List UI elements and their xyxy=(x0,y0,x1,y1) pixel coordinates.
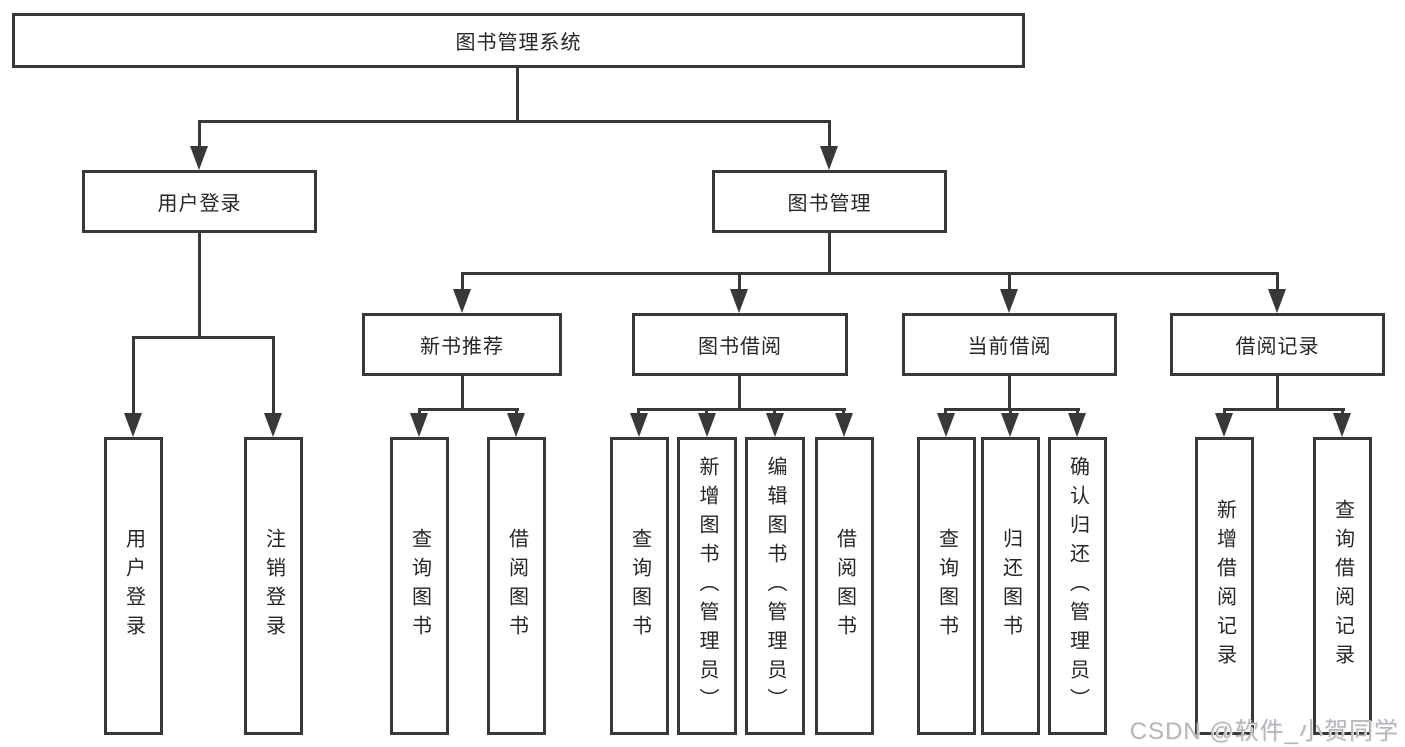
leaf-label: 借阅图书 xyxy=(505,528,528,644)
node-library-management-system: 图书管理系统 xyxy=(12,13,1025,68)
node-label: 当前借阅 xyxy=(967,336,1052,358)
leaf-label: 确认归还（管理员） xyxy=(1066,455,1089,717)
arrow-down-icon xyxy=(1068,413,1086,437)
leaf-label: 用户登录 xyxy=(122,528,145,644)
leaf-label: 新增借阅记录 xyxy=(1213,499,1236,673)
connector-level3-split xyxy=(461,272,1279,275)
node-user-login: 用户登录 xyxy=(82,170,317,233)
arrow-down-icon xyxy=(1268,289,1286,313)
leaf-label: 注销登录 xyxy=(262,528,285,644)
node-new-book-recommend: 新书推荐 xyxy=(362,313,562,376)
connector-trunk xyxy=(1276,376,1279,411)
leaf-label: 编辑图书（管理员） xyxy=(764,455,786,717)
node-label: 新书推荐 xyxy=(420,336,504,358)
arrow-down-icon xyxy=(124,413,142,437)
leaf-add-books-admin: 新增图书（管理员） xyxy=(677,437,737,735)
connector-drop-user-login xyxy=(198,120,201,148)
leaf-edit-books-admin: 编辑图书（管理员） xyxy=(745,437,805,735)
csdn-watermark: CSDN @软件_小贺同学 xyxy=(1129,718,1399,745)
arrow-down-icon xyxy=(1333,413,1351,437)
connector-drop xyxy=(1008,272,1011,292)
arrow-down-icon xyxy=(937,413,955,437)
connector-user-login-trunk xyxy=(198,233,201,339)
node-label: 借阅记录 xyxy=(1235,336,1320,358)
leaf-label: 归还图书 xyxy=(999,528,1022,644)
node-book-borrowing: 图书借阅 xyxy=(632,313,848,376)
connector-root-trunk xyxy=(516,68,519,123)
connector-drop xyxy=(132,336,135,415)
connector-split xyxy=(637,408,846,411)
connector-trunk xyxy=(1008,376,1011,411)
leaf-label: 借阅图书 xyxy=(833,528,856,644)
leaf-logout: 注销登录 xyxy=(244,437,303,735)
leaf-label: 查询图书 xyxy=(935,528,958,644)
leaf-label: 查询图书 xyxy=(628,528,651,644)
connector-trunk xyxy=(738,376,741,411)
arrow-down-icon xyxy=(264,413,282,437)
arrow-down-icon xyxy=(766,413,784,437)
connector-drop xyxy=(272,336,275,415)
connector-trunk xyxy=(461,376,464,411)
leaf-query-books-borrowing: 查询图书 xyxy=(610,437,669,735)
connector-drop-book-management xyxy=(828,120,831,148)
arrow-down-icon xyxy=(1001,413,1019,437)
arrow-down-icon xyxy=(730,289,748,313)
leaf-query-books-current: 查询图书 xyxy=(917,437,976,735)
arrow-down-icon xyxy=(507,413,525,437)
arrow-down-icon xyxy=(1215,413,1233,437)
connector-level2-split xyxy=(198,120,831,123)
connector-split xyxy=(418,408,519,411)
leaf-query-books-recommend: 查询图书 xyxy=(390,437,449,735)
leaf-return-books: 归还图书 xyxy=(981,437,1040,735)
arrow-down-icon xyxy=(820,146,838,170)
leaf-query-borrow-record: 查询借阅记录 xyxy=(1313,437,1372,735)
leaf-label: 查询借阅记录 xyxy=(1331,499,1354,673)
leaf-borrow-books-recommend: 借阅图书 xyxy=(487,437,546,735)
leaf-confirm-return-admin: 确认归还（管理员） xyxy=(1048,437,1107,735)
arrow-down-icon xyxy=(410,413,428,437)
arrow-down-icon xyxy=(630,413,648,437)
node-label: 图书管理系统 xyxy=(455,32,582,54)
node-label: 用户登录 xyxy=(157,193,242,215)
node-current-borrowing: 当前借阅 xyxy=(902,313,1117,376)
arrow-down-icon xyxy=(190,146,208,170)
arrow-down-icon xyxy=(453,289,471,313)
connector-drop xyxy=(1276,272,1279,292)
connector-split xyxy=(1223,408,1345,411)
arrow-down-icon xyxy=(835,413,853,437)
leaf-add-borrow-record: 新增借阅记录 xyxy=(1195,437,1254,735)
node-borrowing-records: 借阅记录 xyxy=(1170,313,1385,376)
leaf-label: 新增图书（管理员） xyxy=(696,455,718,717)
connector-book-management-trunk xyxy=(828,233,831,275)
arrow-down-icon xyxy=(1000,289,1018,313)
leaf-user-login: 用户登录 xyxy=(104,437,163,735)
leaf-borrow-books-borrowing: 借阅图书 xyxy=(815,437,874,735)
node-label: 图书借阅 xyxy=(698,336,782,358)
leaf-label: 查询图书 xyxy=(408,528,431,644)
connector-user-login-split xyxy=(132,336,275,339)
arrow-down-icon xyxy=(698,413,716,437)
connector-drop xyxy=(738,272,741,292)
node-label: 图书管理 xyxy=(787,193,872,215)
node-book-management: 图书管理 xyxy=(712,170,947,233)
connector-split xyxy=(944,408,1080,411)
connector-drop xyxy=(461,272,464,292)
